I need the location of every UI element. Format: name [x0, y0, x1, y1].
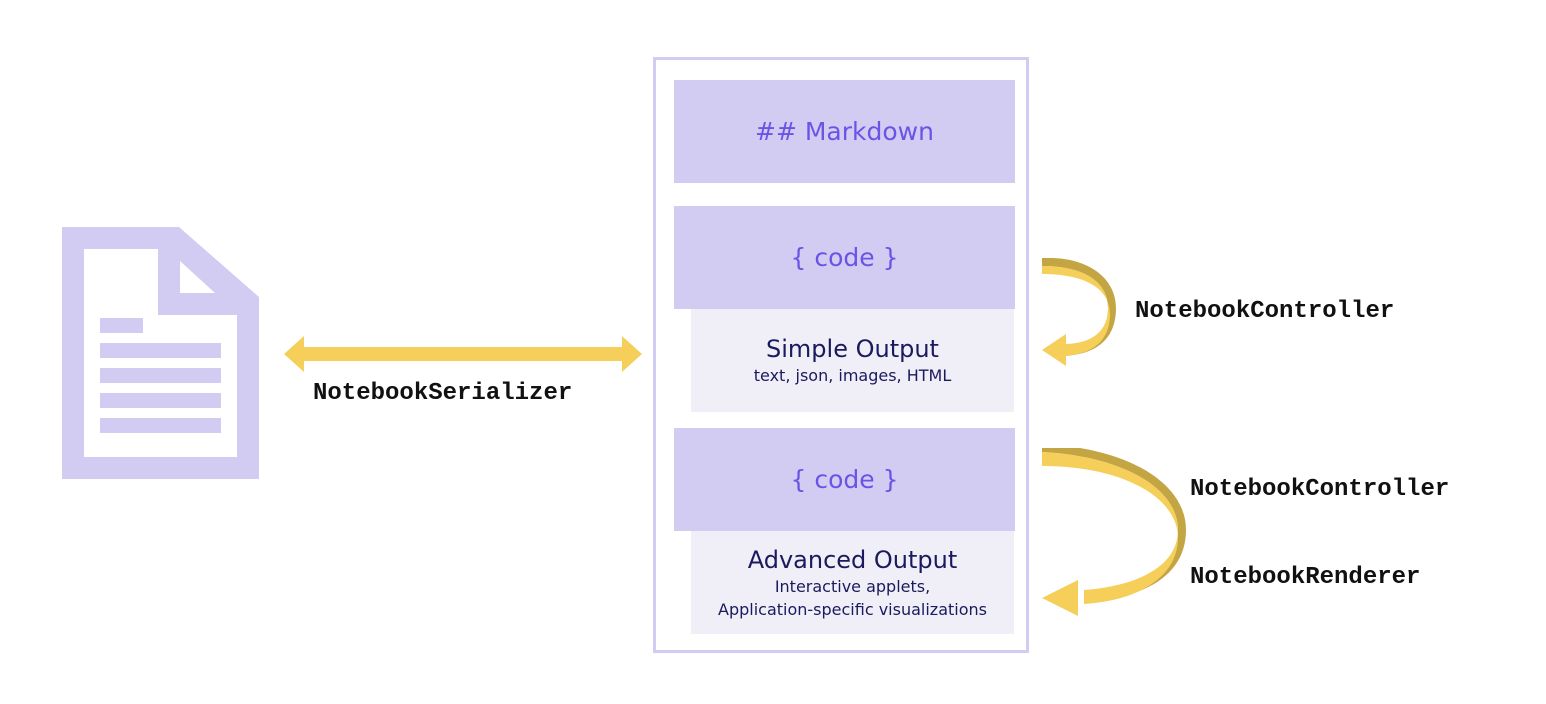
markdown-cell: ## Markdown [674, 80, 1015, 183]
notebook-serializer-label: NotebookSerializer [313, 380, 573, 407]
notebook-controller-label: NotebookController [1190, 476, 1450, 503]
document-icon [62, 227, 259, 479]
advanced-output-cell: Advanced Output Interactive applets, App… [691, 531, 1014, 634]
advanced-output-description-line2: Application-specific visualizations [718, 599, 987, 619]
simple-output-cell: Simple Output text, json, images, HTML [691, 309, 1014, 412]
notebook-renderer-label: NotebookRenderer [1190, 564, 1421, 591]
simple-output-title: Simple Output [766, 335, 939, 363]
curved-arrow-icon [1042, 448, 1186, 616]
simple-output-description: text, json, images, HTML [753, 366, 952, 385]
notebook-controller-label: NotebookController [1135, 298, 1395, 325]
advanced-output-title: Advanced Output [747, 545, 958, 574]
code-cell: { code } [674, 206, 1015, 309]
code-cell: { code } [674, 428, 1015, 531]
double-arrow-icon [284, 336, 642, 372]
curved-arrow-icon [1042, 258, 1116, 366]
advanced-output-description-line1: Interactive applets, [774, 576, 931, 596]
